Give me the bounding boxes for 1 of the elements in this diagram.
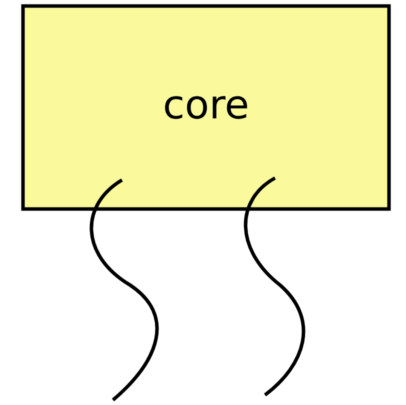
- core-box: core: [21, 4, 391, 211]
